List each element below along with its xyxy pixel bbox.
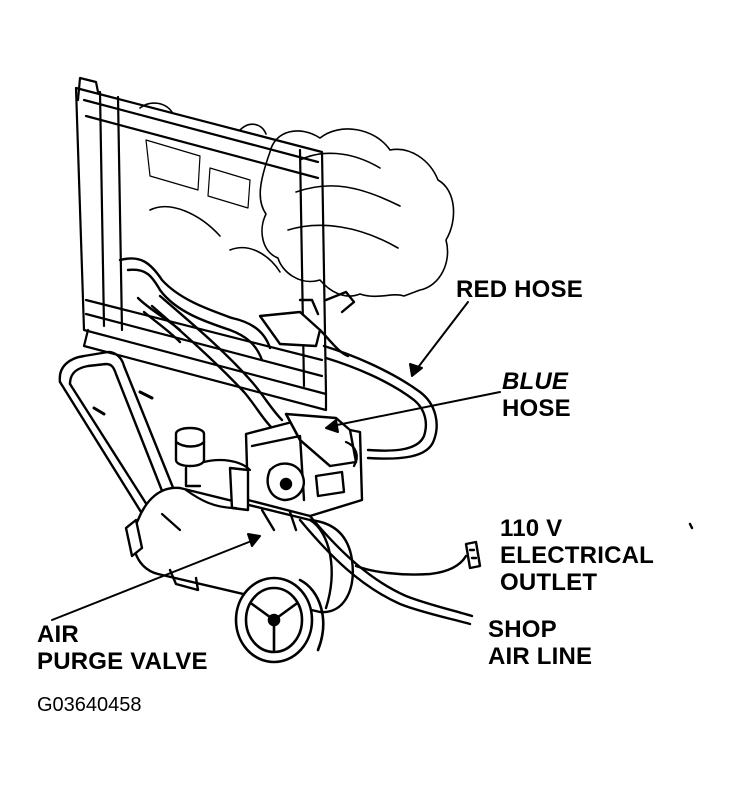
label-blue-hose: BLUE HOSE [502, 368, 571, 422]
air-tank [124, 486, 354, 614]
electrical-cord [354, 540, 482, 576]
blue-hose [150, 294, 284, 430]
label-blue-hose-line1: BLUE [502, 368, 569, 395]
label-red-hose-text: RED HOSE [456, 276, 583, 303]
label-red-hose: RED HOSE [456, 276, 583, 303]
hose-routing [118, 257, 356, 362]
wheel [234, 576, 325, 664]
figure-id: G03640458 [37, 694, 142, 716]
label-shop-air-line2: AIR LINE [488, 643, 593, 670]
label-shop-air-line: SHOP AIR LINE [488, 616, 592, 670]
label-outlet-line1: 110 V [500, 515, 563, 542]
oil-jar [174, 426, 206, 488]
label-outlet-line3: OUTLET [500, 569, 598, 596]
charging-unit [228, 412, 364, 532]
unit-hoses [160, 440, 358, 532]
shop-air-line [298, 514, 474, 626]
label-purge-line2: PURGE VALVE [37, 648, 208, 675]
label-air-purge-valve: AIR PURGE VALVE [37, 621, 208, 675]
radiator [74, 76, 328, 412]
label-electrical-outlet: 110 V ELECTRICAL OUTLET [500, 515, 654, 596]
label-purge-line1: AIR [37, 621, 79, 648]
red-hose [322, 344, 438, 460]
engine [139, 102, 455, 298]
leader-lines [51, 301, 694, 621]
label-outlet-line2: ELECTRICAL [500, 542, 654, 569]
label-shop-air-line1: SHOP [488, 616, 557, 643]
label-blue-hose-line2: HOSE [502, 395, 571, 422]
cart-handle [58, 350, 180, 522]
